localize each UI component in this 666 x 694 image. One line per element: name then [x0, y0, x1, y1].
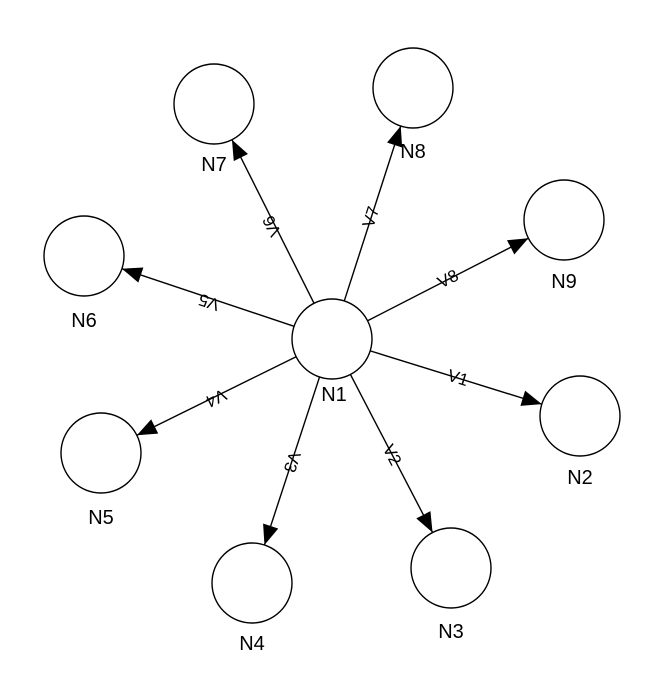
edge-label-v5: V5: [196, 290, 222, 315]
node-n7: [173, 63, 255, 145]
edge-v4: [136, 356, 297, 436]
node-label-n9: N9: [551, 271, 577, 293]
edge-v1: [369, 350, 543, 406]
node-n1: [291, 298, 373, 380]
node-label-n5: N5: [88, 507, 114, 529]
edge-label-v7: V7: [359, 204, 383, 230]
edge-label-v4: V4: [202, 385, 229, 411]
node-n2: [539, 375, 621, 457]
edge-label-v2: V2: [379, 441, 405, 468]
node-n9: [523, 179, 605, 261]
edge-v3: [263, 376, 321, 546]
edge-v6: [231, 139, 315, 304]
edge-label-v6: V6: [259, 212, 285, 239]
node-label-n7: N7: [201, 154, 227, 176]
node-n4: [211, 542, 293, 624]
node-n3: [410, 527, 492, 609]
node-label-n1: N1: [321, 384, 347, 406]
node-label-n3: N3: [438, 621, 464, 643]
edge-label-v3: V3: [280, 449, 305, 475]
edge-label-v8: V8: [434, 266, 461, 292]
edge-v5: [121, 267, 295, 327]
node-label-n8: N8: [400, 141, 426, 163]
edge-v8: [367, 237, 529, 322]
edge-v7: [343, 125, 403, 302]
node-n5: [60, 412, 142, 494]
node-n6: [43, 215, 125, 297]
edge-label-v1: V1: [445, 366, 470, 390]
node-label-n4: N4: [239, 633, 265, 655]
node-label-n2: N2: [567, 467, 593, 489]
node-label-n6: N6: [71, 310, 97, 332]
edge-v2: [349, 374, 434, 533]
node-n8: [372, 47, 454, 129]
